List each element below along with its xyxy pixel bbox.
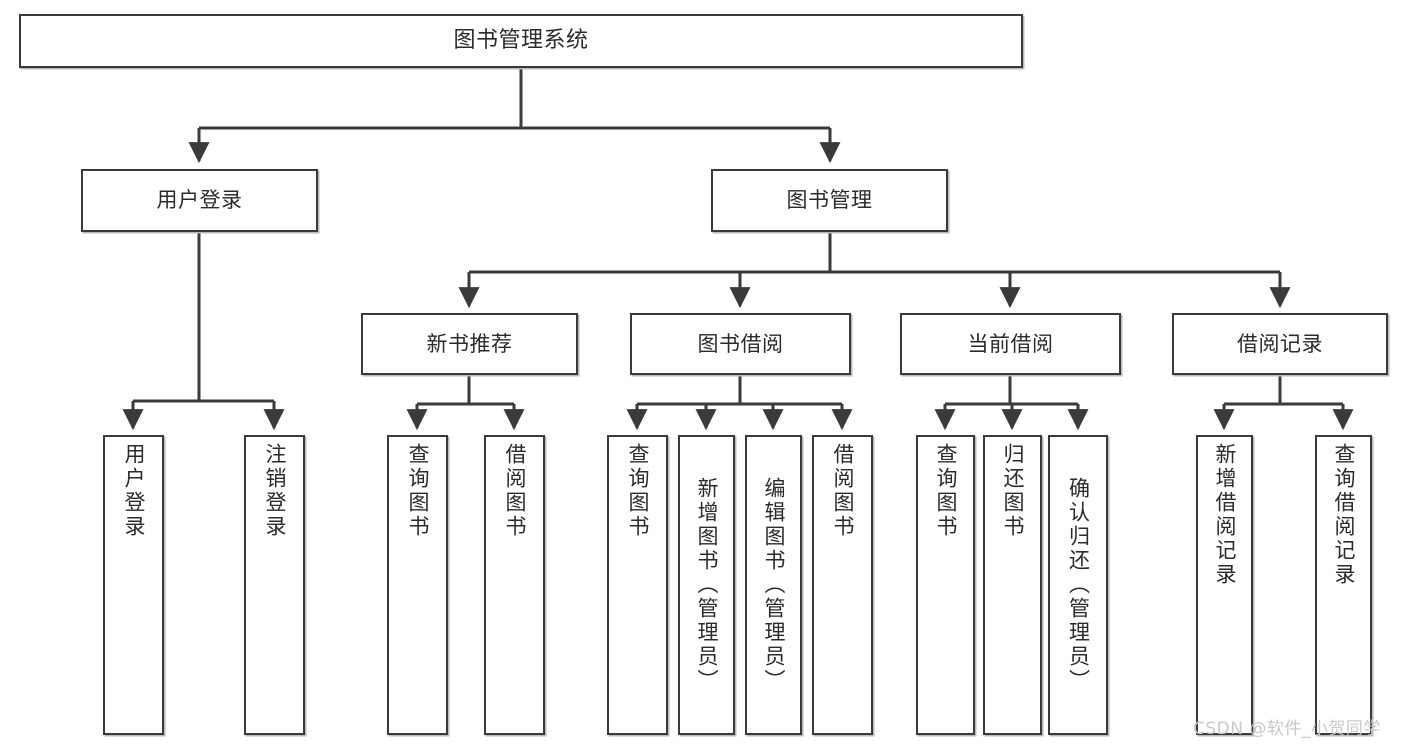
node-leaf-edit-book[interactable]: 编辑图书（管理员） — [745, 435, 802, 735]
node-leaf-query-book-1[interactable]: 查询图书 — [387, 435, 448, 735]
node-leaf-add-record[interactable]: 新增借阅记录 — [1196, 435, 1253, 735]
node-leaf-logout-login[interactable]: 注销登录 — [244, 435, 305, 735]
node-leaf-query-book-1-label: 查询图书 — [406, 443, 430, 539]
node-leaf-user-login-label: 用户登录 — [122, 443, 146, 539]
node-current-borrow-label: 当前借阅 — [967, 331, 1054, 356]
node-book-management[interactable]: 图书管理 — [711, 169, 948, 232]
node-leaf-borrow-book-2-label: 借阅图书 — [831, 443, 855, 539]
node-leaf-user-login[interactable]: 用户登录 — [103, 435, 164, 735]
csdn-watermark: CSDN @软件_小贺同学 — [1193, 719, 1381, 739]
node-leaf-add-book[interactable]: 新增图书（管理员） — [678, 435, 735, 735]
node-root[interactable]: 图书管理系统 — [19, 14, 1023, 68]
node-leaf-add-record-label: 新增借阅记录 — [1213, 443, 1237, 587]
node-new-book-recommend-label: 新书推荐 — [426, 331, 513, 356]
node-root-label: 图书管理系统 — [453, 28, 589, 54]
node-leaf-query-book-3-label: 查询图书 — [934, 443, 958, 539]
node-leaf-query-book-3[interactable]: 查询图书 — [916, 435, 975, 735]
node-book-borrow[interactable]: 图书借阅 — [630, 313, 851, 375]
node-leaf-borrow-book-2[interactable]: 借阅图书 — [812, 435, 873, 735]
node-borrow-record[interactable]: 借阅记录 — [1172, 313, 1388, 375]
node-leaf-return-book-label: 归还图书 — [1001, 443, 1025, 539]
node-leaf-logout-login-label: 注销登录 — [263, 443, 287, 539]
node-user-login-label: 用户登录 — [156, 188, 243, 213]
node-leaf-confirm-return[interactable]: 确认归还（管理员） — [1048, 435, 1108, 735]
node-book-borrow-label: 图书借阅 — [697, 331, 784, 356]
node-leaf-add-book-label: 新增图书（管理员） — [695, 477, 719, 693]
node-new-book-recommend[interactable]: 新书推荐 — [361, 313, 578, 375]
node-current-borrow[interactable]: 当前借阅 — [900, 313, 1121, 375]
node-leaf-query-record[interactable]: 查询借阅记录 — [1315, 435, 1372, 735]
node-leaf-edit-book-label: 编辑图书（管理员） — [762, 477, 786, 693]
node-book-management-label: 图书管理 — [786, 188, 873, 213]
node-leaf-return-book[interactable]: 归还图书 — [983, 435, 1042, 735]
node-borrow-record-label: 借阅记录 — [1237, 331, 1323, 356]
node-leaf-query-record-label: 查询借阅记录 — [1332, 443, 1356, 587]
node-leaf-confirm-return-label: 确认归还（管理员） — [1066, 477, 1091, 693]
node-leaf-query-book-2[interactable]: 查询图书 — [607, 435, 668, 735]
node-leaf-query-book-2-label: 查询图书 — [626, 443, 650, 539]
node-user-login[interactable]: 用户登录 — [81, 169, 318, 232]
node-leaf-borrow-book-1-label: 借阅图书 — [503, 443, 527, 539]
node-leaf-borrow-book-1[interactable]: 借阅图书 — [484, 435, 545, 735]
